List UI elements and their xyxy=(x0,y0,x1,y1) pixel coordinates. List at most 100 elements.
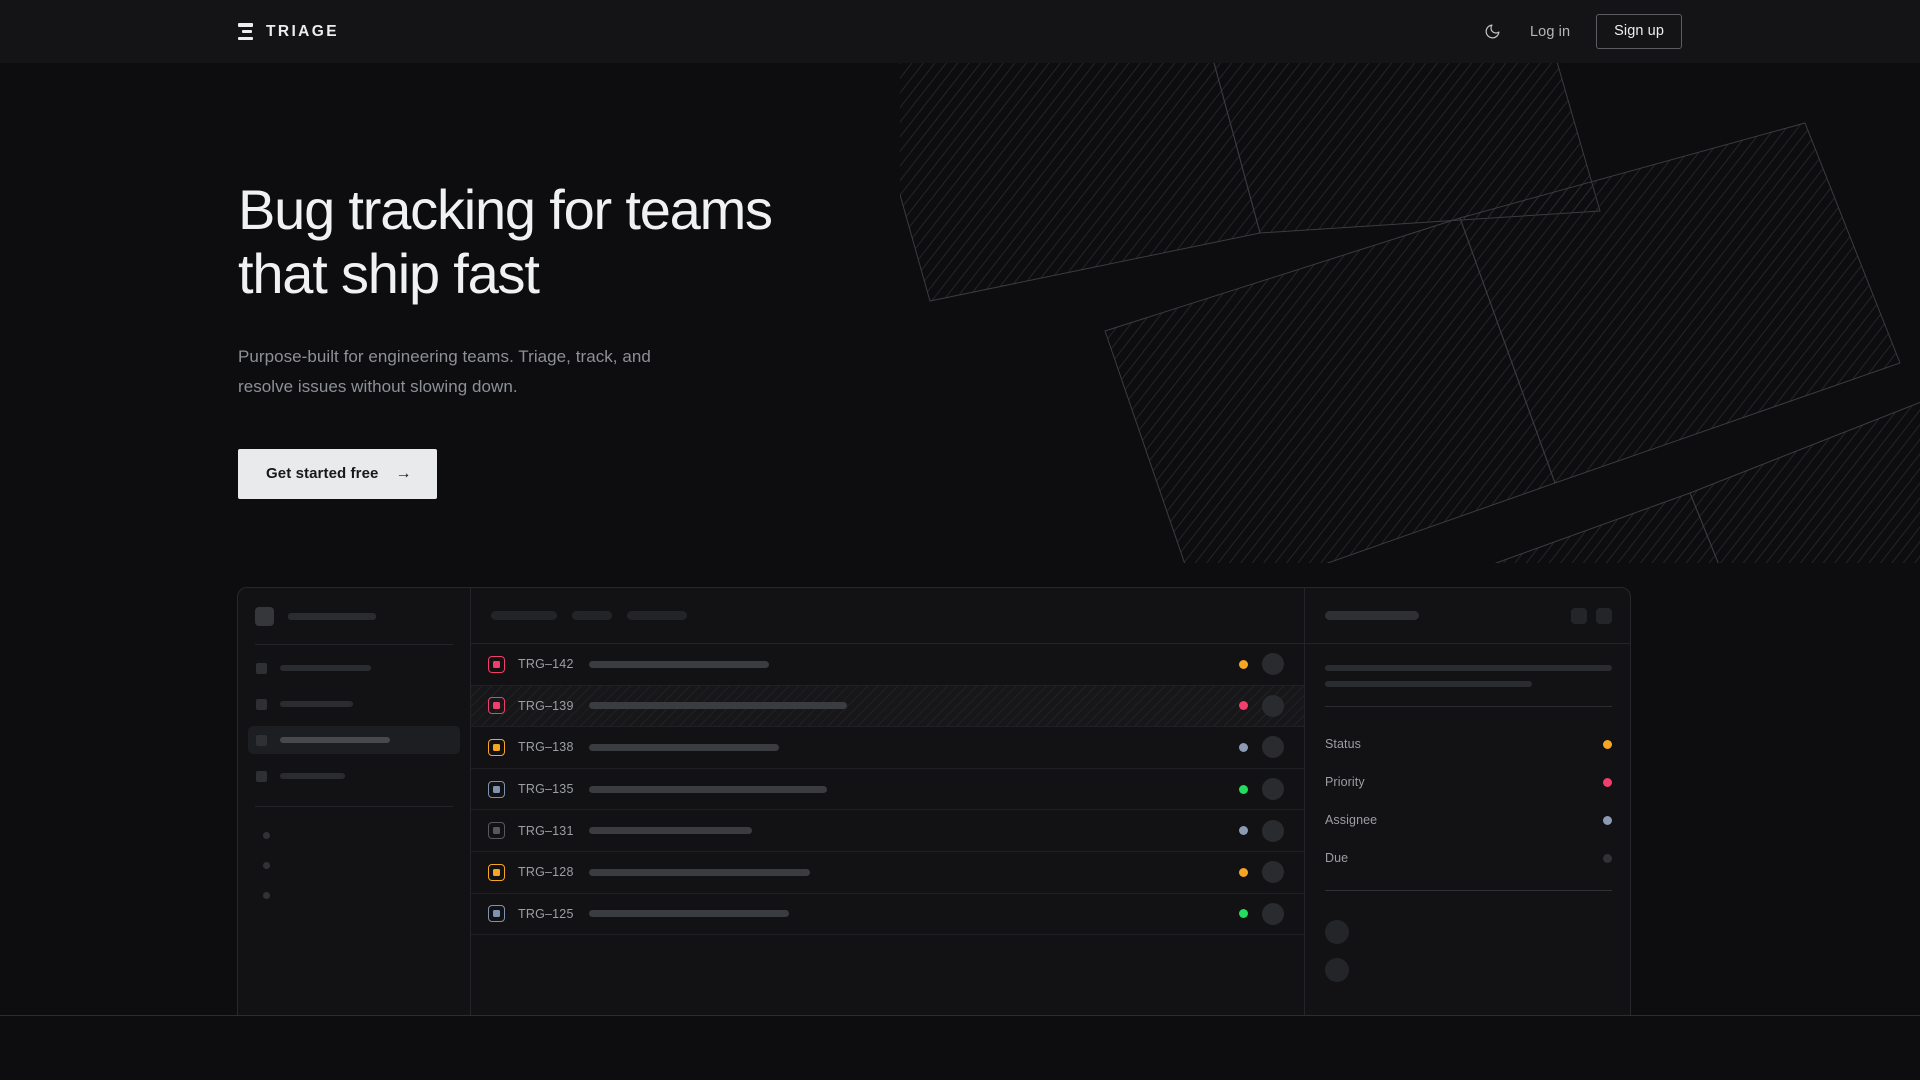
table-row[interactable]: TRG–142 xyxy=(471,644,1304,686)
issue-id: TRG–135 xyxy=(518,782,574,797)
table-row[interactable]: TRG–125 xyxy=(471,894,1304,936)
avatar[interactable] xyxy=(1262,694,1284,717)
avatar[interactable] xyxy=(1262,778,1284,801)
page-title: Bug tracking for teams that ship fast xyxy=(238,178,773,305)
mock-sidebar-section xyxy=(238,807,470,910)
issue-type-icon xyxy=(488,863,505,881)
avatar[interactable] xyxy=(1262,736,1284,759)
detail-field-status[interactable]: Status xyxy=(1325,725,1612,763)
issue-title-placeholder xyxy=(589,702,847,710)
login-button[interactable]: Log in xyxy=(1530,23,1571,40)
sidebar-item-1[interactable] xyxy=(248,654,460,682)
table-row[interactable]: TRG–128 xyxy=(471,852,1304,894)
detail-person-row-2[interactable] xyxy=(1325,951,1612,989)
mock-sidebar-nav xyxy=(238,645,470,806)
status-badge xyxy=(1239,701,1248,711)
toolbar-chip-1[interactable] xyxy=(491,611,557,620)
issue-id: TRG–139 xyxy=(518,698,574,713)
issue-title-placeholder xyxy=(589,827,752,835)
hero-section: Bug tracking for teams that ship fast Pu… xyxy=(0,63,1920,1078)
detail-panel-header xyxy=(1305,588,1630,644)
table-row[interactable]: TRG–131 xyxy=(471,810,1304,852)
issue-id: TRG–128 xyxy=(518,865,574,880)
detail-body-line-2 xyxy=(1325,681,1532,687)
avatar xyxy=(1325,958,1349,982)
get-started-button[interactable]: Get started free → xyxy=(238,449,437,499)
detail-field-value-dot xyxy=(1603,777,1612,787)
issue-list-toolbar xyxy=(471,588,1304,644)
table-row[interactable]: TRG–139 xyxy=(471,685,1304,728)
detail-field-value-dot xyxy=(1603,853,1612,863)
issue-type-icon xyxy=(488,780,505,798)
detail-field-label: Priority xyxy=(1325,775,1365,789)
detail-field-label: Assignee xyxy=(1325,813,1378,827)
signup-button[interactable]: Sign up xyxy=(1596,14,1682,49)
workspace-avatar xyxy=(255,606,274,626)
sidebar-sub-item-2[interactable] xyxy=(255,850,453,880)
detail-action-button-1[interactable] xyxy=(1571,607,1587,624)
sidebar-item-3-active[interactable] xyxy=(248,726,460,754)
avatar[interactable] xyxy=(1262,902,1284,925)
issue-title-placeholder xyxy=(589,660,769,668)
issue-title-placeholder xyxy=(589,910,789,918)
sidebar-item-icon xyxy=(256,662,267,674)
get-started-label: Get started free xyxy=(266,465,379,482)
arrow-right-icon: → xyxy=(395,464,412,482)
issue-title-placeholder xyxy=(589,743,779,751)
brand-logo[interactable]: TRIAGE xyxy=(238,23,339,41)
status-badge xyxy=(1239,826,1248,836)
sidebar-sub-item-3[interactable] xyxy=(255,880,453,910)
sidebar-item-label xyxy=(280,773,345,779)
sidebar-divider-top xyxy=(255,644,453,645)
mock-sidebar-workspace[interactable] xyxy=(238,588,470,644)
avatar[interactable] xyxy=(1262,819,1284,842)
moon-icon[interactable] xyxy=(1480,20,1504,44)
issue-type-icon xyxy=(488,905,505,923)
detail-field-value-dot xyxy=(1603,815,1612,825)
table-row[interactable]: TRG–135 xyxy=(471,769,1304,811)
brand-name: TRIAGE xyxy=(266,22,339,40)
hero-subtitle: Purpose-built for engineering teams. Tri… xyxy=(238,347,651,396)
status-badge xyxy=(1239,659,1248,669)
sidebar-item-label xyxy=(280,665,371,671)
toolbar-chip-2[interactable] xyxy=(572,611,612,620)
mock-sidebar xyxy=(238,588,471,1077)
issue-type-icon xyxy=(488,738,505,756)
status-badge xyxy=(1239,909,1248,919)
sidebar-item-2[interactable] xyxy=(248,690,460,718)
bullet-icon xyxy=(263,831,270,839)
detail-field-value-dot xyxy=(1603,739,1612,749)
issue-id: TRG–138 xyxy=(518,740,574,755)
sidebar-item-icon xyxy=(256,734,267,746)
avatar xyxy=(1325,920,1349,944)
detail-action-button-2[interactable] xyxy=(1596,607,1612,624)
issue-title-placeholder xyxy=(589,868,810,876)
issue-type-icon xyxy=(488,655,505,673)
status-badge xyxy=(1239,742,1248,752)
bullet-icon xyxy=(263,861,270,869)
status-badge xyxy=(1239,867,1248,877)
detail-title-placeholder xyxy=(1325,611,1419,620)
avatar[interactable] xyxy=(1262,653,1284,676)
detail-field-due[interactable]: Due xyxy=(1325,839,1612,877)
sidebar-item-4[interactable] xyxy=(248,762,460,790)
toolbar-chip-3[interactable] xyxy=(627,611,687,620)
bullet-icon xyxy=(263,891,270,899)
sidebar-item-label xyxy=(280,737,390,743)
sidebar-item-label xyxy=(280,701,353,707)
detail-person-row-1[interactable] xyxy=(1325,913,1612,951)
issue-type-icon xyxy=(488,697,505,715)
top-navigation-bar: TRIAGE Log in Sign up xyxy=(0,0,1920,63)
workspace-name-placeholder xyxy=(288,612,376,620)
avatar[interactable] xyxy=(1262,861,1284,884)
sidebar-item-icon xyxy=(256,698,267,710)
sidebar-sub-item-1[interactable] xyxy=(255,820,453,850)
detail-field-priority[interactable]: Priority xyxy=(1325,763,1612,801)
detail-field-assignee[interactable]: Assignee xyxy=(1325,801,1612,839)
detail-body-line-1 xyxy=(1325,665,1612,671)
table-row[interactable]: TRG–138 xyxy=(471,727,1304,769)
